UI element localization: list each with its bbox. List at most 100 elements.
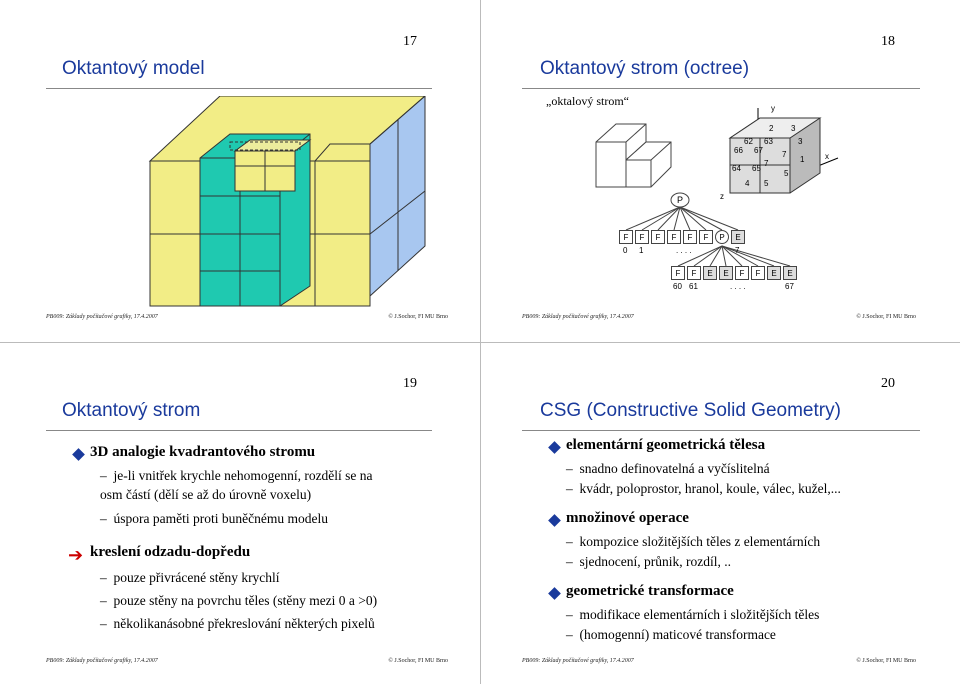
page-number: 18 — [881, 34, 895, 49]
slide-20: 20 CSG (Constructive Solid Geometry) ele… — [482, 344, 960, 684]
sub-bullet: – několikanásobné překreslování některýc… — [100, 616, 375, 631]
tree-node: E — [719, 266, 733, 280]
slide-title: Oktantový strom (octree) — [540, 58, 750, 79]
sub-bullet: – úspora paměti proti buněčnému modelu — [100, 511, 328, 526]
slide-title: Oktantový model — [62, 58, 205, 79]
cube-label: 1 — [800, 155, 805, 164]
title-rule — [46, 88, 432, 89]
bullet-heading: množinové operace — [566, 510, 689, 526]
cube-label: 4 — [745, 179, 750, 188]
sub-bullet: – (homogenní) maticové transformace — [566, 627, 776, 642]
tree-node: F — [635, 230, 649, 244]
sub-bullet: – pouze stěny na povrchu těles (stěny me… — [100, 593, 378, 608]
sub-bullet-text: modifikace elementárních i složitějších … — [579, 607, 820, 622]
sub-bullet: – kvádr, poloprostor, hranol, koule, vál… — [566, 481, 841, 496]
cube-label: 3 — [798, 137, 803, 146]
slide-17: 17 Oktantový model PB009: Základ — [0, 0, 478, 340]
octree-tree-lines — [625, 192, 791, 267]
tree-node: F — [671, 266, 685, 280]
tree-root: P — [677, 195, 684, 205]
octree-cube-diagram — [728, 108, 839, 194]
sub-bullet: – modifikace elementárních i složitějšíc… — [566, 607, 820, 622]
bullet-heading: kreslení odzadu-dopředu — [90, 544, 251, 560]
diamond-bullet-icon — [548, 441, 561, 454]
cube-label: 67 — [754, 146, 763, 155]
slide-19: 19 Oktantový strom 3D analogie kvadranto… — [0, 344, 478, 684]
tree-node: E — [731, 230, 745, 244]
footer-right: © J.Sochor, FI MU Brno — [856, 314, 916, 320]
footer-left: PB009: Základy počítačové grafiky, 17.4.… — [46, 658, 158, 664]
tree-node: F — [735, 266, 749, 280]
index-label: 61 — [689, 282, 698, 291]
sub-bullet-text: kompozice složitějších těles z elementár… — [579, 534, 821, 549]
tree-node: F — [687, 266, 701, 280]
sub-bullet-text: pouze přivrácené stěny krychlí — [113, 570, 280, 585]
bullet-heading: geometrické transformace — [566, 583, 734, 599]
sub-bullet: – je-li vnitřek krychle nehomogenní, roz… — [100, 468, 373, 483]
sub-bullet-text: snadno definovatelná a vyčíslitelná — [579, 461, 770, 476]
index-label: 1 — [639, 246, 644, 255]
diamond-bullet-icon — [72, 448, 85, 461]
footer-left: PB009: Základy počítačové grafiky, 17.4.… — [522, 658, 634, 664]
diamond-bullet-icon — [548, 587, 561, 600]
axis-z-label: z — [720, 192, 724, 201]
tree-node: E — [783, 266, 797, 280]
footer-right: © J.Sochor, FI MU Brno — [856, 658, 916, 664]
cube-label: 63 — [764, 137, 773, 146]
tree-node: F — [651, 230, 665, 244]
sub-bullet-text: několikanásobné překreslování některých … — [113, 616, 375, 631]
index-label: 0 — [623, 246, 628, 255]
tree-node: F — [683, 230, 697, 244]
diamond-bullet-icon — [548, 514, 561, 527]
cube-label: 65 — [752, 164, 761, 173]
bullet-heading: 3D analogie kvadrantového stromu — [90, 444, 316, 460]
index-label: . . . . — [676, 246, 692, 255]
title-rule — [46, 430, 432, 431]
tree-node: F — [667, 230, 681, 244]
footer-right: © J.Sochor, FI MU Brno — [388, 314, 448, 320]
sub-bullet-text: kvádr, poloprostor, hranol, koule, válec… — [579, 481, 841, 496]
sub-bullet-text: sjednocení, průnik, rozdíl, .. — [579, 554, 731, 569]
stair-object-icon — [595, 123, 672, 188]
sub-bullet-text: (homogenní) maticové transformace — [579, 627, 776, 642]
sub-bullet-text: je-li vnitřek krychle nehomogenní, rozdě… — [113, 468, 373, 483]
axis-y-label: y — [771, 104, 775, 113]
footer-left: PB009: Základy počítačové grafiky, 17.4.… — [522, 314, 634, 320]
cube-label: 5 — [764, 179, 769, 188]
footer-left: PB009: Základy počítačové grafiky, 17.4.… — [46, 314, 158, 320]
cube-label: 7 — [782, 150, 787, 159]
tree-node: E — [767, 266, 781, 280]
sub-bullet-text: pouze stěny na povrchu těles (stěny mezi… — [113, 593, 378, 608]
cube-label: 64 — [732, 164, 741, 173]
sub-bullet: – pouze přivrácené stěny krychlí — [100, 570, 280, 585]
slide-title: Oktantový strom — [62, 400, 201, 421]
subtitle: „oktalový strom“ — [546, 94, 629, 108]
page-number: 17 — [403, 34, 417, 49]
horizontal-divider — [0, 342, 960, 343]
slide-title: CSG (Constructive Solid Geometry) — [540, 400, 841, 421]
tree-node: E — [703, 266, 717, 280]
tree-node: F — [751, 266, 765, 280]
title-rule — [522, 430, 920, 431]
axis-x-label: x — [825, 152, 829, 161]
footer-right: © J.Sochor, FI MU Brno — [388, 658, 448, 664]
tree-node: F — [699, 230, 713, 244]
sub-bullet-text: úspora paměti proti buněčnému modelu — [113, 511, 328, 526]
tree-node: P — [715, 230, 729, 244]
page-number: 19 — [403, 376, 417, 391]
sub-bullet: – kompozice složitějších těles z element… — [566, 534, 821, 549]
title-rule — [522, 88, 920, 89]
index-label: 7 — [735, 246, 740, 255]
octree-cube-illustration — [148, 96, 426, 307]
cube-label: 5 — [784, 169, 789, 178]
index-label: 60 — [673, 282, 682, 291]
page-number: 20 — [881, 376, 895, 391]
cube-label: 7 — [764, 159, 769, 168]
slide-18: 18 Oktantový strom (octree) „oktalový st… — [482, 0, 960, 340]
sub-bullet-continuation: osm částí (dělí se až do úrovně voxelu) — [100, 487, 312, 502]
tree-node: F — [619, 230, 633, 244]
cube-label: 3 — [791, 124, 796, 133]
sub-bullet: – snadno definovatelná a vyčíslitelná — [566, 461, 770, 476]
bullet-heading: elementární geometrická tělesa — [566, 437, 766, 453]
cube-label: 62 — [744, 137, 753, 146]
